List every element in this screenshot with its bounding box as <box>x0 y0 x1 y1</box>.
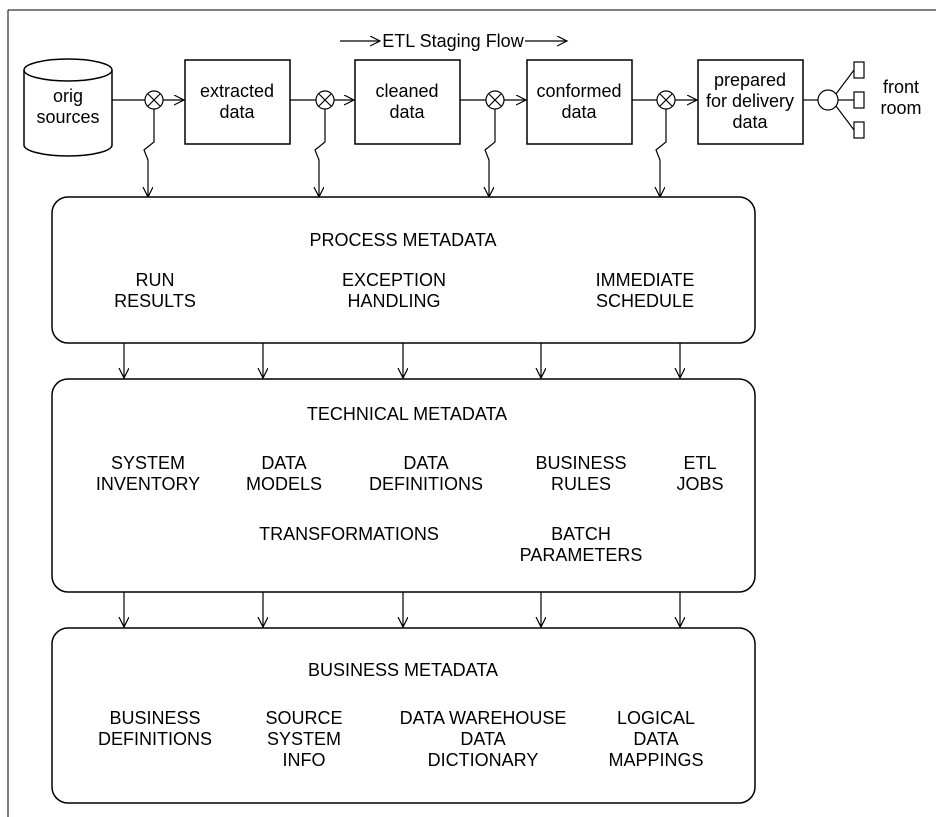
front-room-port-icon <box>853 121 865 139</box>
tap-junction-icon <box>485 90 505 110</box>
stage-label-cleaned: cleaned data <box>375 81 439 122</box>
process-item: IMMEDIATE SCHEDULE <box>595 270 695 311</box>
stage-label-extracted: extracted data <box>199 81 275 122</box>
business-metadata-title: BUSINESS METADATA <box>307 660 499 680</box>
front-room-port-icon <box>853 91 865 109</box>
lightning-arrow <box>144 109 155 197</box>
orig-sources-cylinder <box>23 58 113 157</box>
stage-label-conformed: conformed data <box>536 81 622 122</box>
technical-item: DATA DEFINITIONS <box>368 453 484 494</box>
process-item: RUN RESULTS <box>114 270 196 311</box>
business-item: DATA WAREHOUSE DATA DICTIONARY <box>399 708 567 770</box>
front-room-port-icon <box>853 61 865 79</box>
orig-sources-label: orig sources <box>36 86 100 127</box>
stage-box-prepared <box>697 59 804 145</box>
lightning-arrow <box>656 109 667 197</box>
technical-item: TRANSFORMATIONS <box>259 524 439 544</box>
tap-junction-icon <box>656 90 676 110</box>
stage-box-extracted <box>184 59 291 145</box>
technical-item: DATA MODELS <box>245 453 323 494</box>
stage-box-conformed <box>526 59 633 145</box>
technical-metadata-title: TECHNICAL METADATA <box>306 404 508 424</box>
business-item: SOURCE SYSTEM INFO <box>265 708 343 770</box>
tap-junction-icon <box>144 90 164 110</box>
process-metadata-title: PROCESS METADATA <box>309 230 497 250</box>
business-item: LOGICAL DATA MAPPINGS <box>608 708 704 770</box>
technical-item: SYSTEM INVENTORY <box>95 453 201 494</box>
stage-label-prepared: prepared for delivery data <box>705 70 795 132</box>
tap-junction-icon <box>315 90 335 110</box>
fan-line <box>835 69 855 95</box>
flow-title: ETL Staging Flow <box>382 31 524 51</box>
front-room-label: front room <box>880 77 922 118</box>
technical-item: BATCH PARAMETERS <box>519 524 643 565</box>
stage-box-cleaned <box>354 59 461 145</box>
lightning-arrow <box>315 109 326 197</box>
front-room-hub-icon <box>817 89 839 111</box>
lightning-arrow <box>485 109 496 197</box>
process-item: EXCEPTION HANDLING <box>341 270 447 311</box>
technical-item: BUSINESS RULES <box>535 453 627 494</box>
fan-line <box>835 105 855 131</box>
technical-item: ETL JOBS <box>676 453 724 494</box>
business-item: BUSINESS DEFINITIONS <box>97 708 213 749</box>
